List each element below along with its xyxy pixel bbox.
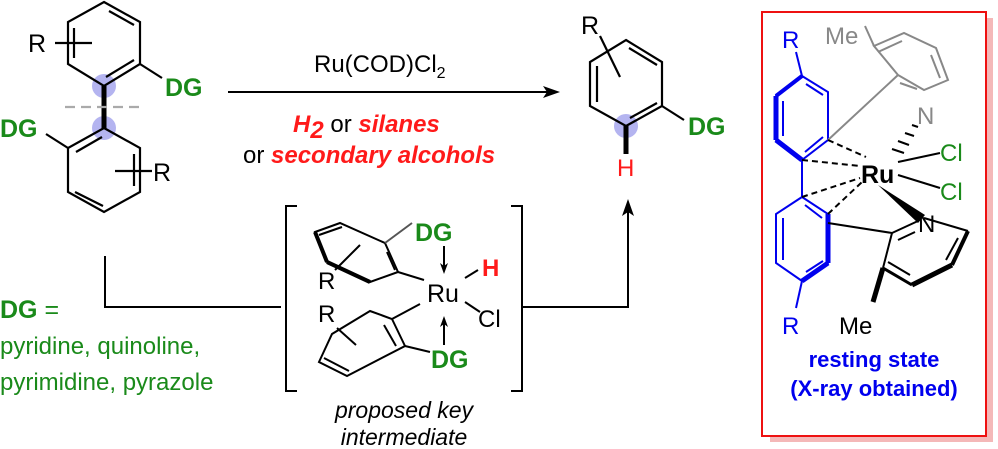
resting-state-structure xyxy=(773,25,970,309)
reductant-line-1: H2 or silanes xyxy=(293,111,440,144)
product-dg: DG xyxy=(688,113,726,141)
reaction-arrow xyxy=(228,86,560,98)
product-r: R xyxy=(581,12,599,40)
resting-n-bottom: N xyxy=(918,211,935,238)
resting-cl-2: Cl xyxy=(940,179,963,206)
intermediate-r-top: R xyxy=(318,268,335,295)
pathway-connector xyxy=(104,212,629,308)
reactant-biaryl xyxy=(45,0,163,214)
dg-definition-label: DG = xyxy=(0,296,59,324)
dg-definition-line-2: pyrimidine, pyrazole xyxy=(0,369,213,396)
resting-state-box xyxy=(761,11,993,442)
wedge-bond xyxy=(878,185,925,223)
resting-r-top: R xyxy=(782,27,799,54)
dg-definition-line-1: pyridine, quinoline, xyxy=(0,333,200,360)
resting-r-bottom: R xyxy=(782,313,799,340)
reactant-r-bottom: R xyxy=(153,159,171,187)
product-h: H xyxy=(617,155,634,182)
resting-caption-line-2: (X-ray obtained) xyxy=(790,376,957,401)
resting-me-top: Me xyxy=(825,23,858,50)
resting-me-bottom: Me xyxy=(839,313,872,340)
catalyst-label: Ru(COD)Cl2 xyxy=(314,51,446,82)
intermediate-r-bottom: R xyxy=(318,301,335,328)
dative-arrowhead-bottom xyxy=(440,316,448,327)
intermediate-caption-line-2: intermediate xyxy=(341,424,468,449)
intermediate-ru: Ru xyxy=(427,280,459,308)
dative-arrowhead-top xyxy=(440,263,448,274)
reactant-dg-top: DG xyxy=(165,74,203,102)
intermediate-cl: Cl xyxy=(478,306,501,333)
intermediate-dg-bottom: DG xyxy=(431,346,469,374)
reactant-r-top: R xyxy=(28,30,46,58)
resting-ru: Ru xyxy=(861,161,894,189)
resting-n-top: N xyxy=(917,103,934,130)
resting-cl-1: Cl xyxy=(940,140,963,167)
resting-caption-line-1: resting state xyxy=(809,347,940,372)
pathway-arrowhead xyxy=(622,199,634,216)
intermediate-h: H xyxy=(482,255,499,282)
intermediate-caption-line-1: proposed key xyxy=(334,397,475,423)
product-arene xyxy=(588,35,685,154)
reductant-line-2: or secondary alcohols xyxy=(243,142,495,169)
intermediate-brackets xyxy=(285,205,523,392)
reactant-dg-bottom: DG xyxy=(0,115,38,143)
intermediate-structure xyxy=(313,221,481,378)
intermediate-dg-top: DG xyxy=(415,219,453,247)
